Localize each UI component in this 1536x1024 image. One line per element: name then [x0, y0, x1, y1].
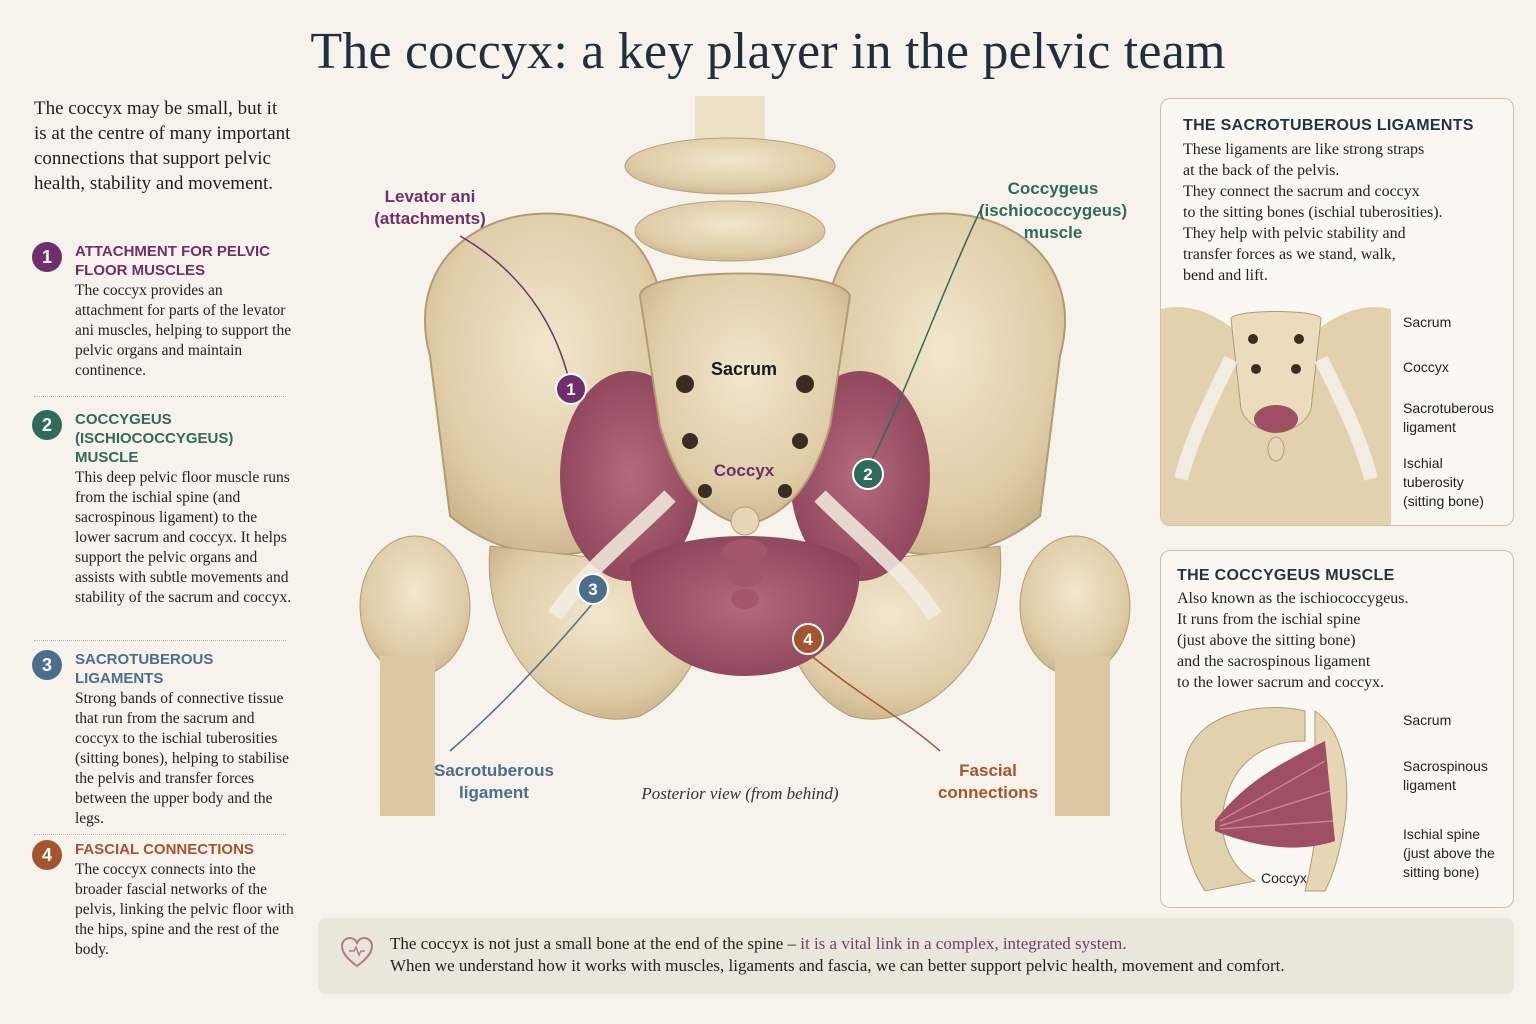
right-sacrotuberous-ligament — [814, 490, 942, 621]
panel-sacrotuberous: THE SACROTUBEROUS LIGAMENTS These ligame… — [1160, 98, 1514, 526]
callout-levator-ani: Levator ani (attachments) — [374, 187, 486, 228]
marker-1 — [555, 373, 587, 405]
coccyx-label: Coccyx — [714, 461, 775, 480]
pelvis-illustration: 1 2 3 4 Sacrum Coccyx — [359, 96, 1131, 816]
item-body: Strong bands of connective tissue that r… — [75, 690, 289, 827]
leader-line — [449, 602, 594, 752]
coccyx-segment — [723, 539, 767, 563]
heart-icon — [340, 936, 374, 968]
footer-banner: The coccyx is not just a small bone at t… — [318, 918, 1514, 994]
panel1-label-sacrotuberous: Sacrotuberous ligament — [1403, 400, 1495, 435]
callout-fascial: Fascial connections — [937, 761, 1039, 802]
item-body: This deep pelvic floor muscle runs from … — [75, 469, 292, 606]
item-attachment: 1 Attachment for pelvic floor muscles Th… — [32, 242, 294, 381]
marker-3-label: 3 — [588, 580, 597, 599]
panel-title: THE COCCYGEUS MUSCLE — [1177, 567, 1395, 584]
footer-line-2: When we understand how it works with mus… — [390, 956, 1285, 975]
item-coccygeus: 2 Coccygeus (ischiococcygeus) muscle Thi… — [32, 410, 294, 608]
right-femur-head — [1019, 535, 1131, 677]
callout-sacrotuberous: Sacrotuberous ligament — [434, 761, 554, 802]
sacral-foramen — [778, 484, 792, 498]
coccygeus-illustration — [1180, 707, 1348, 892]
page-title: The coccyx: a key player in the pelvic t… — [310, 23, 1226, 80]
item-heading: Fascial connections — [75, 841, 254, 858]
callout-coccygeus: Coccygeus (ischiococcygeus) muscle — [978, 179, 1128, 242]
item-heading: Coccygeus (ischiococcygeus) muscle — [75, 411, 234, 466]
item-sacrotuberous: 3 Sacrotuberous ligaments Strong bands o… — [32, 650, 294, 829]
item-heading: Attachment for pelvic floor muscles — [75, 243, 270, 279]
view-caption: Posterior view (from behind) — [641, 784, 839, 803]
panel2-label-coccyx: Coccyx — [1261, 870, 1307, 886]
marker-2-label: 2 — [863, 465, 872, 484]
item-body: The coccyx connects into the broader fas… — [75, 861, 294, 958]
sacrum — [638, 272, 852, 528]
panel-coccygeus: THE COCCYGEUS MUSCLE Also known as the i… — [1160, 550, 1514, 908]
marker-2 — [852, 458, 884, 490]
sacrotuberous-illustration — [1161, 307, 1391, 525]
leader-line — [807, 652, 941, 752]
lumbar-vertebra — [634, 200, 826, 262]
panel2-label-sacrospinous: Sacrospinous ligament — [1403, 758, 1488, 793]
footer-line-1-text: The coccyx is not just a small bone at t… — [390, 934, 801, 953]
divider — [34, 396, 286, 397]
panel1-label-ischial-tuberosity: Ischial tuberosity (sitting bone) — [1403, 455, 1484, 509]
coccyx-segment — [731, 589, 759, 609]
badge-4: 4 — [32, 840, 62, 870]
sacral-foramen — [682, 433, 698, 449]
panel-title: THE SACROTUBEROUS LIGAMENTS — [1183, 117, 1474, 134]
panel2-label-ischial-spine: Ischial spine (just above the sitting bo… — [1403, 826, 1495, 880]
divider — [34, 834, 286, 835]
badge-2: 2 — [32, 410, 62, 440]
panel-text: Also known as the ischiococcygeus. It ru… — [1177, 590, 1409, 691]
sacral-foramen — [796, 375, 814, 393]
leader-line — [459, 235, 572, 390]
item-fascial: 4 Fascial connections The coccyx connect… — [32, 840, 294, 960]
marker-4 — [792, 623, 824, 655]
leader-line — [867, 210, 981, 469]
lumbar-vertebra — [624, 137, 836, 195]
left-sacrotuberous-ligament — [548, 490, 676, 621]
divider — [34, 640, 286, 641]
left-femur-shaft — [380, 656, 435, 816]
sacral-foramen — [792, 433, 808, 449]
sacrum-label: Sacrum — [711, 359, 777, 379]
item-heading: Sacrotuberous ligaments — [75, 651, 214, 687]
sacral-foramen — [676, 375, 694, 393]
footer-line-1: The coccyx is not just a small bone at t… — [390, 934, 1127, 954]
marker-3 — [577, 573, 609, 605]
footer-highlight: it is a vital link in a complex, integra… — [800, 934, 1127, 953]
panel-text: These ligaments are like strong straps a… — [1183, 141, 1443, 284]
item-body: The coccyx provides an attachment for pa… — [75, 282, 292, 379]
marker-4-label: 4 — [803, 630, 813, 649]
sacral-foramen — [698, 484, 712, 498]
left-femur-head — [359, 535, 471, 677]
coccyx-segment — [730, 506, 760, 536]
badge-3: 3 — [32, 650, 62, 680]
right-femur-shaft — [1055, 656, 1110, 816]
intro-text: The coccyx may be small, but it is at th… — [34, 98, 291, 194]
panel1-label-sacrum: Sacrum — [1403, 314, 1452, 330]
coccyx-segment — [727, 565, 763, 587]
badge-1: 1 — [32, 242, 62, 272]
marker-1-label: 1 — [566, 380, 575, 399]
panel2-label-sacrum: Sacrum — [1403, 712, 1452, 728]
panel1-label-coccyx: Coccyx — [1403, 359, 1449, 375]
